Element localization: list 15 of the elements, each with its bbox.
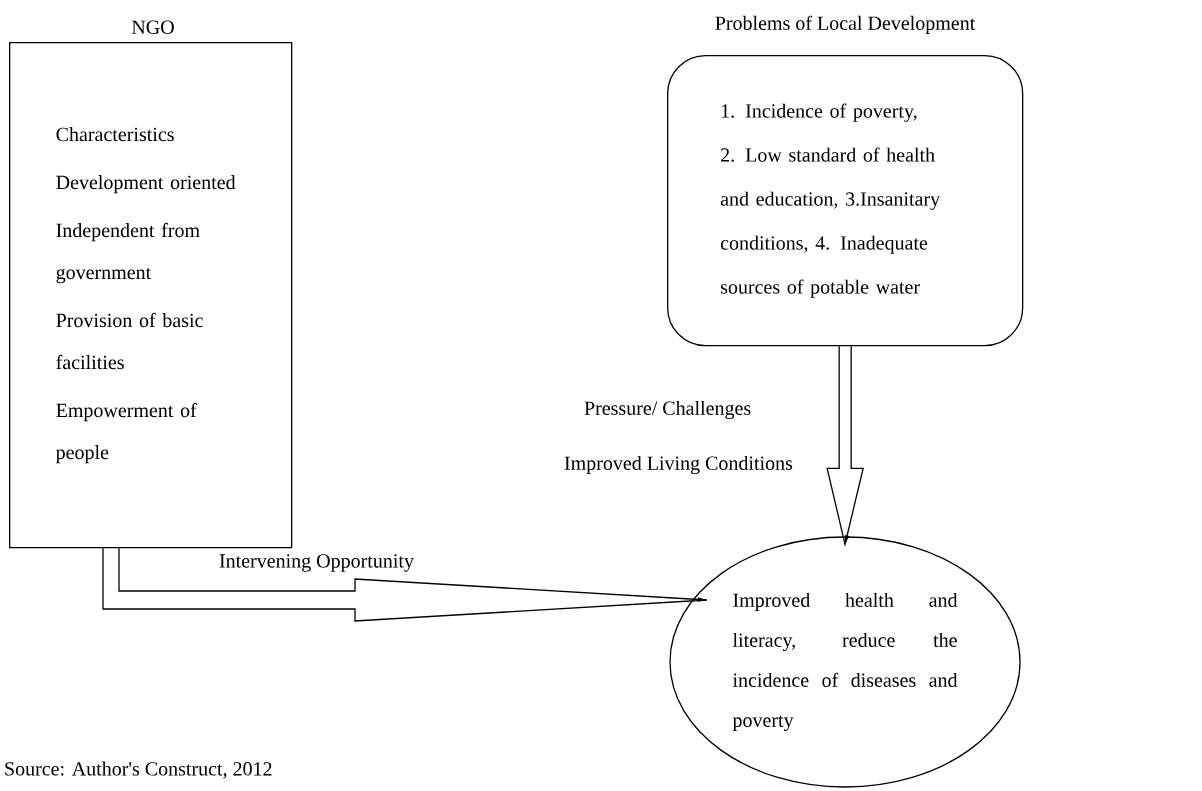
node-label: Development oriented <box>56 175 236 194</box>
node-label: Provision of basic facilities <box>56 312 203 370</box>
block-arrow <box>826 345 864 548</box>
node-label: Characteristics <box>56 127 174 142</box>
node-label: Empowerment of people <box>55 402 197 464</box>
edge-label: Pressure/ Challenges <box>584 400 751 420</box>
box-title: Problems of Local Development <box>715 15 976 34</box>
block-arrow <box>102 547 708 622</box>
problems-box: 1. Incidence of poverty, 2. Low standard of health and education, 3.Insanitary conditions, 4. Inadequate sources of potable water <box>667 55 1024 347</box>
source-note: Source: Author's Construct, 2012 <box>5 761 272 779</box>
box-title: NGO <box>131 20 174 34</box>
node-label: Independent from government <box>56 222 200 284</box>
note-text: Improved Living Conditions <box>564 455 793 475</box>
edge-label: Intervening Opportunity <box>219 554 414 572</box>
characteristics-box: Characteristics Development oriented Independent from government Provision of basic facilities Empowerment of people <box>9 42 293 549</box>
